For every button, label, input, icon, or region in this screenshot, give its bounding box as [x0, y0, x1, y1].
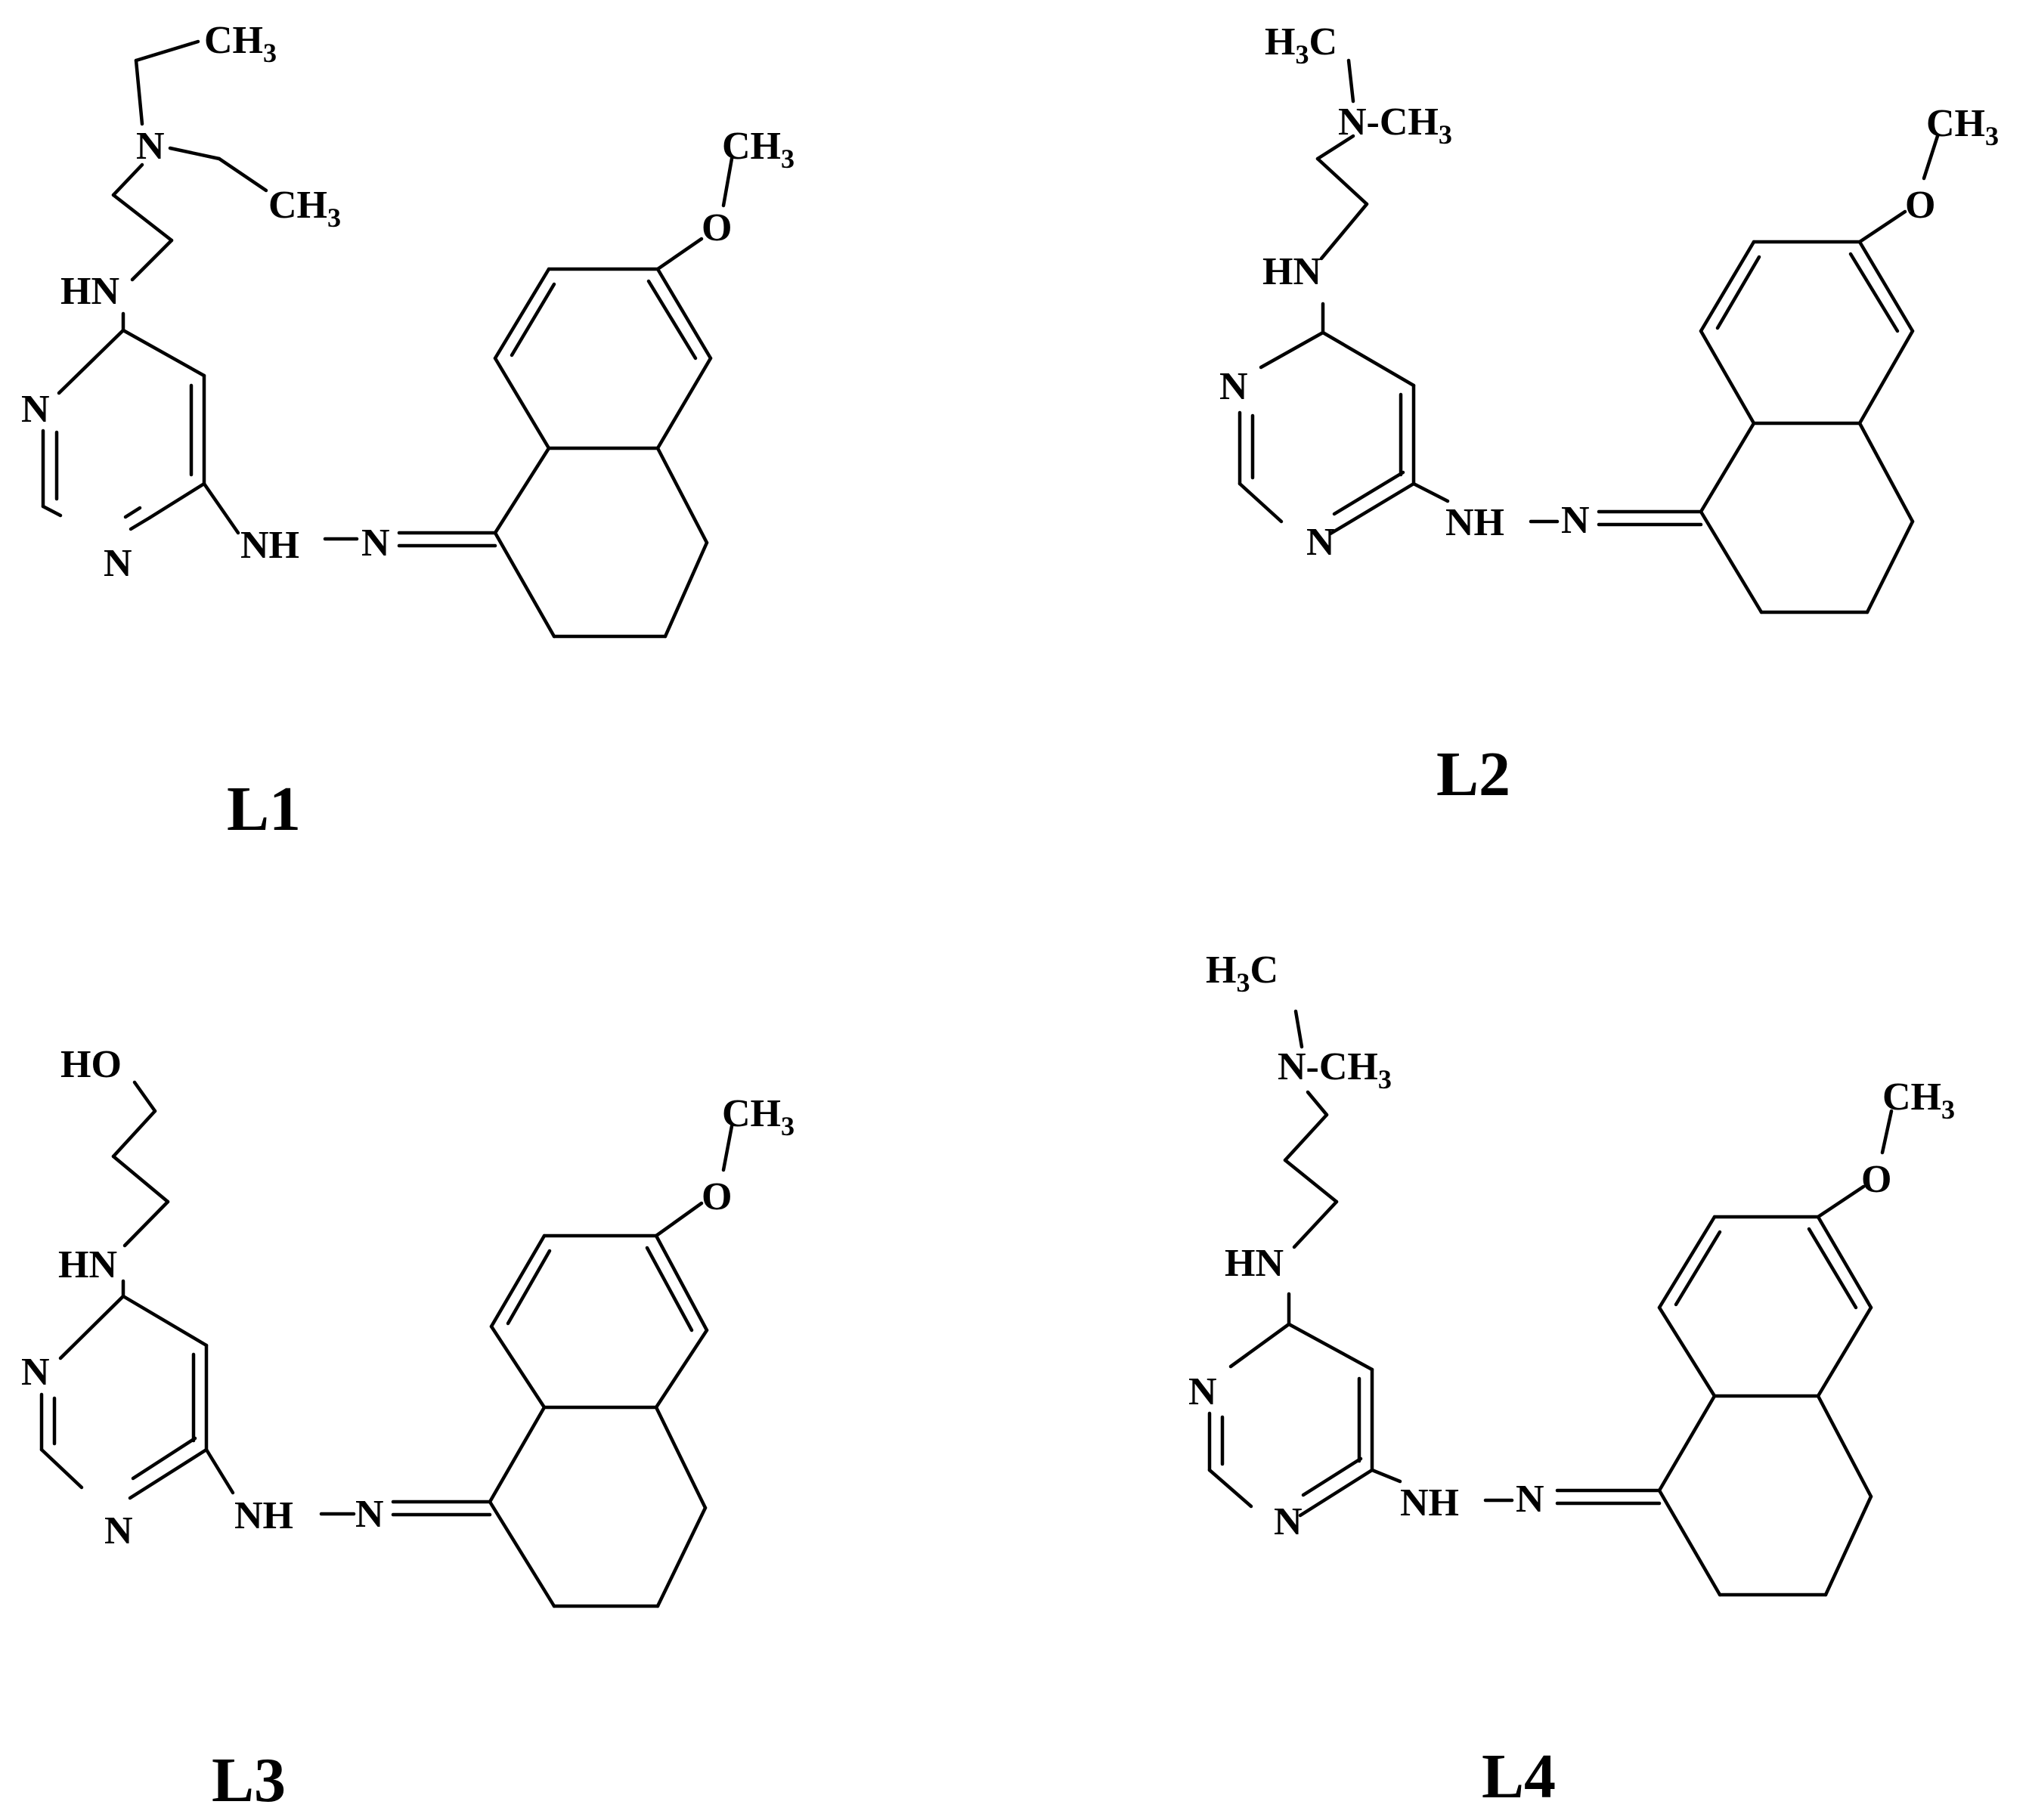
l4-bonds: [1207, 1009, 1894, 1597]
l2-hydrazone-nh-label: NH: [1445, 501, 1504, 544]
l4-caption: L4: [1482, 1741, 1556, 1812]
l1-methoxy-ch3-label: CH3: [722, 125, 795, 174]
compound-l2: H3C N-CH3 CH3 O HN N N NH N L2: [1219, 20, 1999, 809]
l2-hn-label: HN: [1262, 250, 1321, 293]
l3-ring-n-bottom-label: N: [104, 1509, 133, 1552]
l3-atom-labels: HO CH3 O HN N N NH N: [21, 1043, 795, 1552]
compound-l3: HO CH3 O HN N N NH N L3: [21, 1043, 795, 1815]
l1-hn-label: HN: [60, 270, 119, 313]
l2-bonds: [1238, 58, 1940, 614]
l2-methoxy-ch3-label: CH3: [1926, 102, 1999, 151]
l1-ring-n-bottom-label: N: [104, 542, 132, 585]
l2-atom-labels: H3C N-CH3 CH3 O HN N N NH N: [1219, 20, 1999, 564]
l2-methoxy-o-label: O: [1905, 184, 1935, 227]
l1-bonds: [41, 39, 734, 639]
l3-ho-label: HO: [60, 1043, 122, 1086]
compound-l4: H3C N-CH3 CH3 O HN N N NH N L4: [1188, 949, 1955, 1812]
l1-caption: L1: [227, 774, 301, 844]
l1-side-chain-right-ch3-label: CH3: [268, 184, 341, 233]
l2-amine-nch3-label: N-CH3: [1338, 101, 1452, 150]
l3-ring-n-top-label: N: [21, 1351, 50, 1394]
l4-ring-n-top-label: N: [1188, 1370, 1217, 1413]
l4-hydrazone-nh-label: NH: [1400, 1481, 1459, 1524]
l1-hydrazone-n-label: N: [361, 522, 390, 565]
l2-ring-n-bottom-label: N: [1306, 521, 1335, 564]
l4-methoxy-ch3-label: CH3: [1882, 1076, 1955, 1125]
l2-hydrazone-n-label: N: [1561, 499, 1590, 542]
l3-hydrazone-nh-label: NH: [234, 1494, 293, 1537]
l1-ring-n-top-label: N: [21, 388, 50, 431]
l2-caption: L2: [1436, 739, 1510, 809]
l4-atom-labels: H3C N-CH3 CH3 O HN N N NH N: [1188, 949, 1955, 1543]
l4-ring-n-bottom-label: N: [1274, 1500, 1303, 1543]
l2-h3c-label: H3C: [1265, 20, 1337, 70]
l3-hydrazone-n-label: N: [355, 1493, 384, 1536]
l3-methoxy-ch3-label: CH3: [722, 1092, 795, 1141]
l1-amine-n-label: N: [136, 125, 165, 168]
compound-l1: CH3 N CH3 CH3 O HN N N NH N L1: [21, 19, 795, 844]
l4-amine-nch3-label: N-CH3: [1278, 1045, 1392, 1094]
l1-atom-labels: CH3 N CH3 CH3 O HN N N NH N: [21, 19, 795, 585]
l4-hydrazone-n-label: N: [1516, 1478, 1544, 1521]
l4-methoxy-o-label: O: [1861, 1158, 1891, 1201]
l3-hn-label: HN: [58, 1243, 117, 1286]
l2-ring-n-top-label: N: [1219, 365, 1248, 408]
l4-h3c-label: H3C: [1206, 949, 1278, 998]
l3-methoxy-o-label: O: [702, 1175, 732, 1218]
l1-side-chain-top-ch3-label: CH3: [204, 19, 277, 68]
l1-methoxy-o-label: O: [702, 206, 732, 249]
l3-bonds: [39, 1080, 734, 1608]
l4-hn-label: HN: [1225, 1242, 1284, 1285]
l1-hydrazone-nh-label: NH: [240, 524, 299, 567]
l3-caption: L3: [212, 1745, 286, 1815]
